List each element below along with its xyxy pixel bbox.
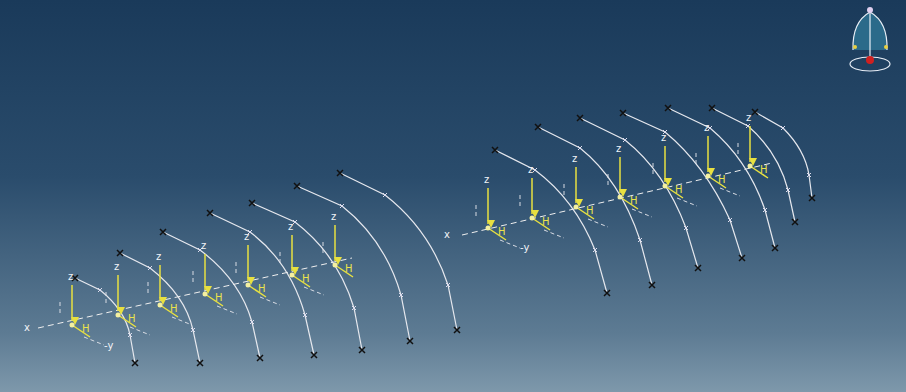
axis-letter: z (288, 221, 293, 232)
axis-letter: z (746, 112, 751, 123)
axis-letter: H (760, 164, 768, 175)
axis-letter: z (616, 143, 621, 154)
axis-letter: -y (104, 340, 113, 351)
axis-letter: z (528, 164, 533, 175)
axis-letter: H (215, 292, 223, 303)
axis-letter: z (661, 132, 666, 143)
axis-letter: z (156, 251, 161, 262)
axis-letter: z (114, 261, 119, 272)
axis-letter: H (675, 184, 683, 195)
axis-letter: H (542, 216, 550, 227)
axis-letter: x (444, 229, 450, 240)
axis-letter: H (258, 283, 266, 294)
axis-letter: z (244, 231, 249, 242)
axis-letter: z (201, 240, 206, 251)
axis-letter: x (24, 322, 30, 333)
axis-letter: z (572, 153, 577, 164)
axis-letter: H (82, 323, 90, 334)
axis-letter: z (704, 122, 709, 133)
axis-letter: H (586, 205, 594, 216)
axis-letter: z (68, 271, 73, 282)
axis-letter: H (170, 303, 178, 314)
axis-letter: H (128, 313, 136, 324)
axis-letter: z (331, 211, 336, 222)
axis-letter: H (630, 195, 638, 206)
axis-letter: H (498, 226, 506, 237)
axis-letter: H (302, 273, 310, 284)
axis-letter: H (345, 263, 353, 274)
axis-letter: -y (520, 242, 529, 253)
axis-letter: H (718, 174, 726, 185)
axis-letter: z (484, 174, 489, 185)
